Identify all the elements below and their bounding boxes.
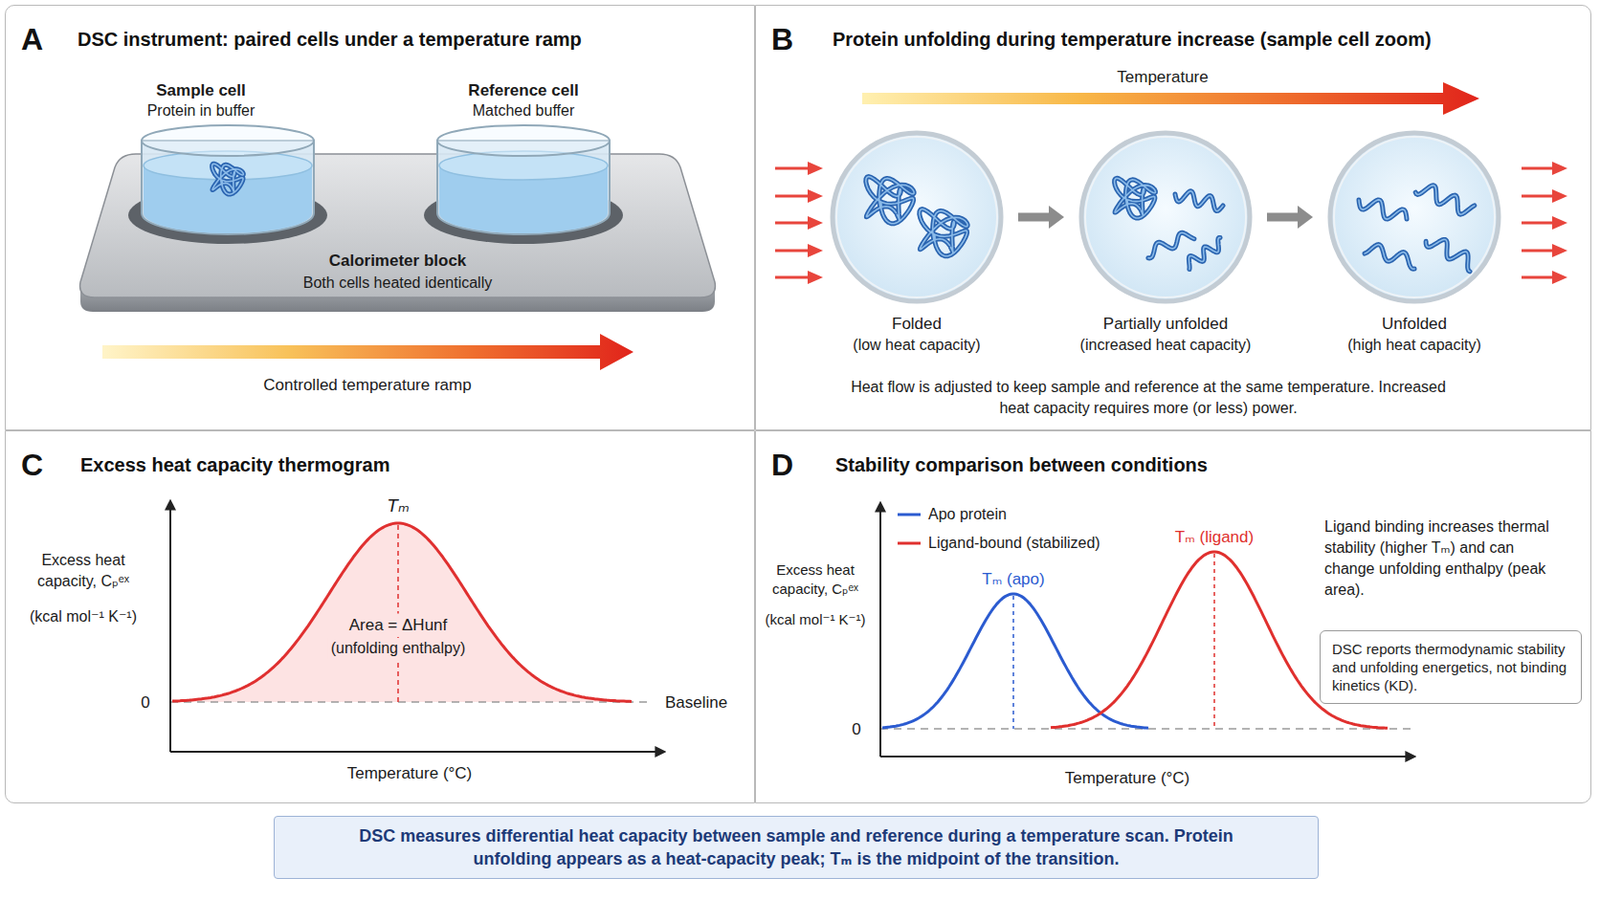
- peak-area: [172, 523, 632, 703]
- chart-label: Temperature (°C): [1065, 767, 1191, 790]
- state-heading: Folded: [891, 313, 942, 335]
- y-axis: [879, 503, 882, 757]
- peak-curve: [172, 523, 632, 702]
- state-note: (low heat capacity): [852, 335, 980, 356]
- chart-label: Tₘ (apo): [981, 568, 1045, 591]
- chart-label: Excess heat capacity, Cₚᵉˣ: [758, 560, 872, 600]
- cell-circle-shape: [1328, 131, 1501, 304]
- chart-label: Baseline: [665, 691, 728, 714]
- panel-letter: A: [21, 22, 44, 57]
- chart-label: (kcal mol⁻¹ K⁻¹): [765, 610, 867, 630]
- caption-text: DSC measures differential heat capacity …: [350, 824, 1243, 871]
- cell-circle: Folded(low heat capacity): [830, 131, 1003, 304]
- temperature-arrow: [862, 82, 1480, 115]
- chart-label: 0: [140, 691, 150, 714]
- cell-circle: Partially unfolded(increased heat capaci…: [1079, 131, 1252, 304]
- cell-circle-shape: [830, 131, 1003, 304]
- chart-label: Tₘ: [386, 493, 409, 519]
- panel: A DSC instrument: paired cells under a te…: [4, 4, 756, 431]
- legend-text: Apo protein: [928, 504, 1007, 526]
- block-heading: Calorimeter block: [80, 250, 715, 272]
- chart-label: Tₘ (ligand): [1175, 526, 1254, 549]
- state-note: (increased heat capacity): [1080, 335, 1252, 356]
- chart-label: Sample cell: [155, 79, 246, 102]
- note-text: DSC reports thermodynamic stability and …: [1332, 640, 1570, 695]
- tm-line: [397, 525, 400, 703]
- chart-label: 0: [851, 718, 861, 741]
- x-axis: [170, 751, 665, 754]
- chart-label: Area = ΔHunf: [346, 614, 451, 637]
- chart-label: (unfolding enthalpy): [328, 638, 469, 660]
- panel-letter: D: [771, 447, 794, 483]
- tm-ligand-line: [1213, 554, 1216, 730]
- legend-text: Ligand-bound (stabilized): [928, 533, 1101, 555]
- chart-label: Temperature (°C): [347, 762, 473, 785]
- baseline: [170, 701, 653, 704]
- chart-label: (kcal mol⁻¹ K⁻¹): [29, 606, 137, 628]
- cell-circle: Unfolded(high heat capacity): [1328, 131, 1501, 304]
- y-axis: [169, 501, 172, 753]
- ramp-arrow: [102, 333, 634, 371]
- panel-title: Excess heat capacity thermogram: [80, 453, 391, 477]
- panel-title: Stability comparison between conditions: [835, 453, 1208, 477]
- state-note: (high heat capacity): [1347, 335, 1482, 356]
- chart-label: Temperature: [1116, 66, 1208, 89]
- panel: D Stability comparison between conditions…: [755, 430, 1592, 804]
- panel: B Protein unfolding during temperature in…: [755, 4, 1592, 431]
- chart-label: Heat flow is adjusted to keep sample and…: [837, 377, 1460, 420]
- flow-arrow: [1266, 205, 1313, 229]
- chart-label: Ligand binding increases thermal stabili…: [1324, 516, 1555, 601]
- chart-label: Protein in buffer: [147, 100, 256, 122]
- panel-letter: B: [771, 22, 794, 57]
- block-body: Both cells heated identically: [80, 273, 715, 293]
- panel-letter: C: [21, 447, 44, 483]
- cell-circle-shape: [1079, 131, 1252, 304]
- note-box: DSC reports thermodynamic stability and …: [1319, 630, 1582, 705]
- tm-apo-line: [1012, 596, 1015, 730]
- flow-arrow: [1018, 205, 1065, 229]
- x-axis: [880, 755, 1415, 758]
- state-heading: Unfolded: [1381, 313, 1447, 335]
- legend-line: [897, 538, 923, 549]
- state-heading: Partially unfolded: [1103, 313, 1228, 335]
- chart-label: Reference cell: [467, 79, 578, 102]
- caption-box: DSC measures differential heat capacity …: [273, 816, 1319, 880]
- chart-label: Excess heat capacity, Cₚᵉˣ: [21, 550, 146, 593]
- chart-label: Matched buffer: [472, 100, 575, 122]
- calorimeter-block: Calorimeter blockBoth cells heated ident…: [80, 154, 715, 312]
- panel-title: Protein unfolding during temperature inc…: [832, 27, 1432, 51]
- legend-line: [897, 510, 923, 520]
- panel-title: DSC instrument: paired cells under a tem…: [77, 27, 582, 51]
- panel: C Excess heat capacity thermogram: [4, 430, 756, 804]
- chart-label: Controlled temperature ramp: [263, 374, 471, 397]
